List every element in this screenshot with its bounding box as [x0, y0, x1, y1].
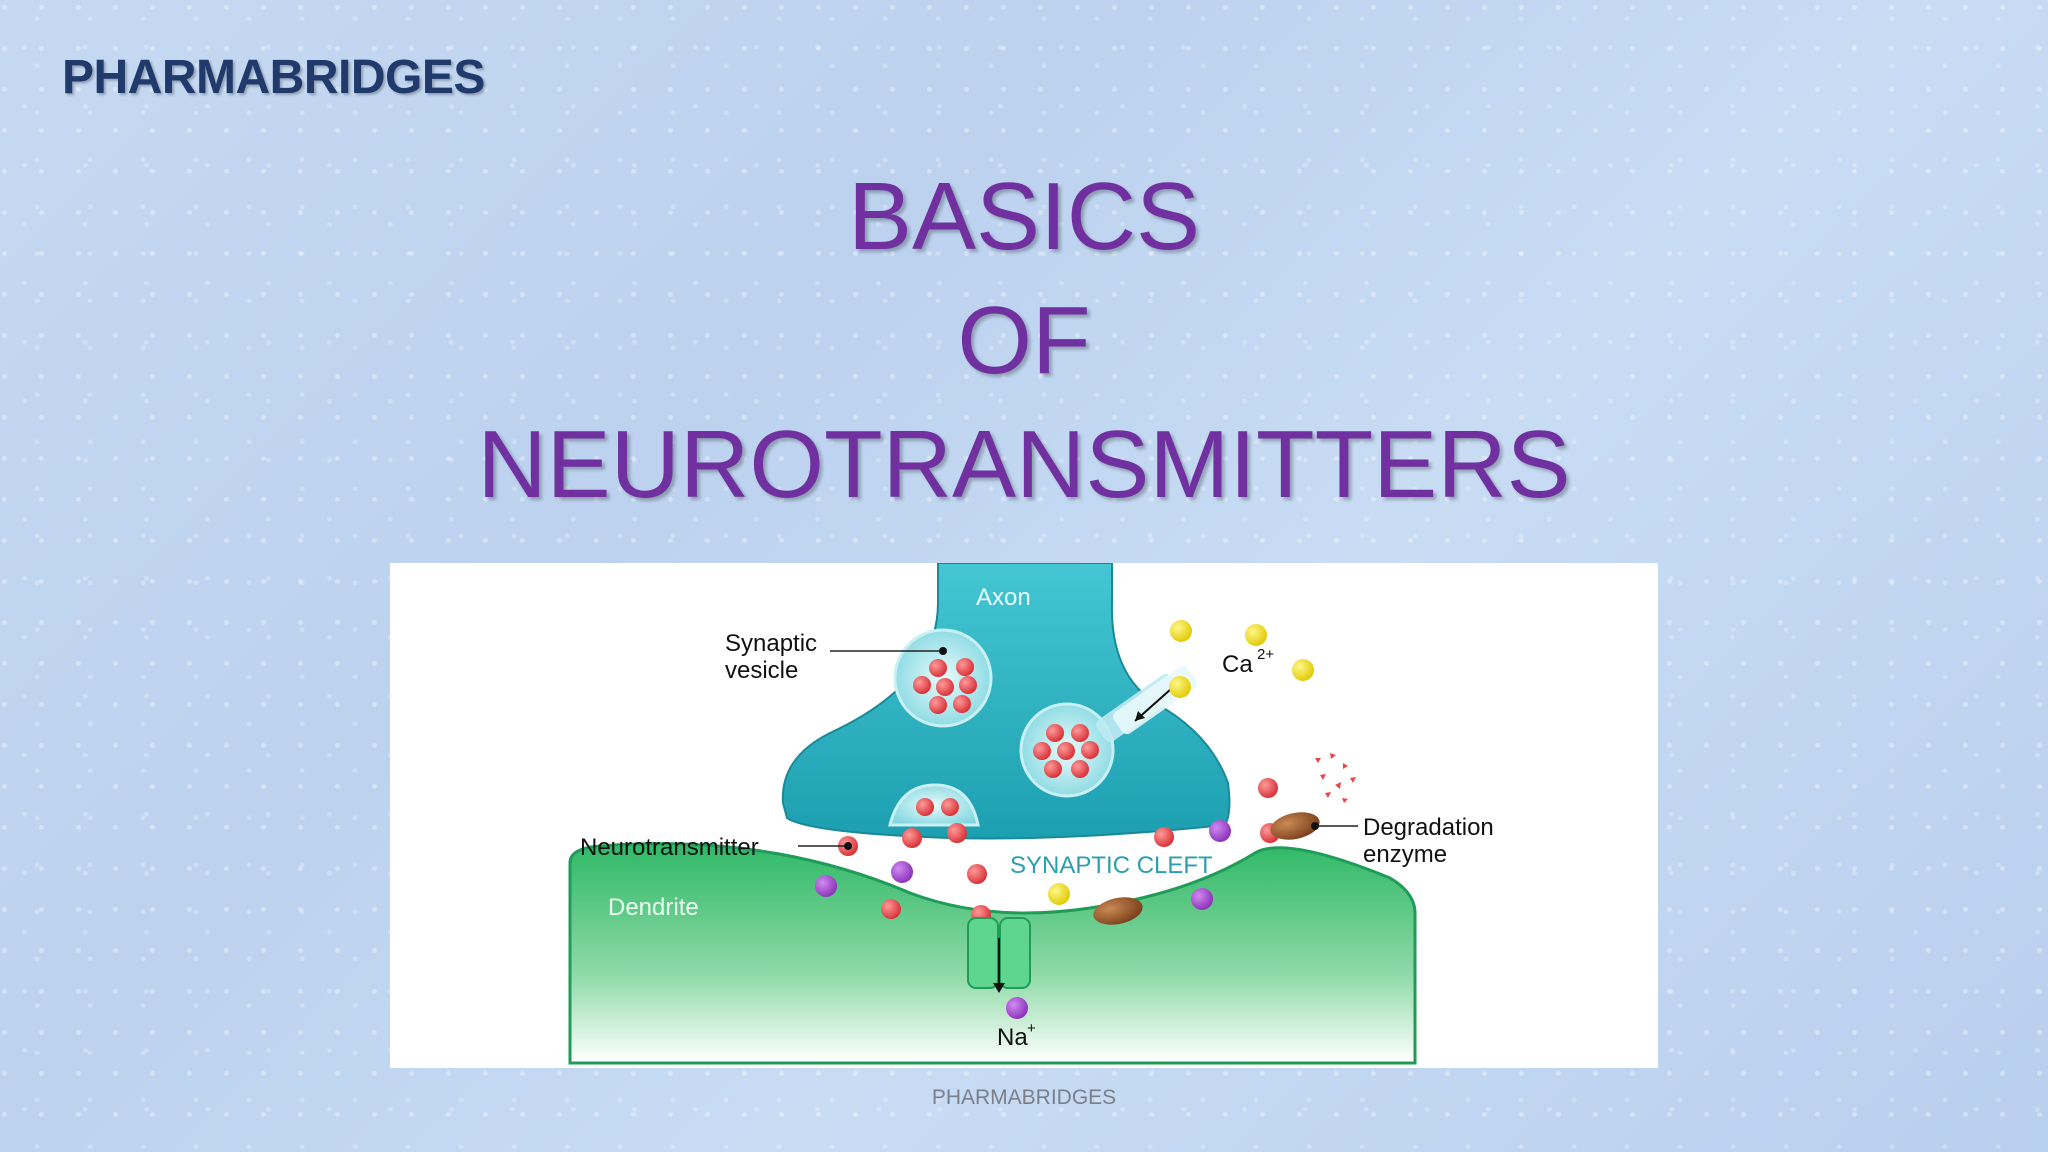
sodium-ions	[815, 820, 1231, 1019]
sodium-charge-label: +	[1027, 1020, 1036, 1037]
synapse-diagram: Axon Synaptic vesicle Ca 2+ Neurotransmi…	[390, 563, 1658, 1068]
receptor-channel	[967, 917, 1031, 993]
dendrite-label: Dendrite	[608, 894, 699, 921]
synaptic-vesicle-label-1: Synaptic	[725, 630, 817, 657]
synaptic-vesicle	[893, 628, 993, 728]
synaptic-vesicle	[1019, 702, 1115, 798]
neurotransmitter-leader-dot	[844, 842, 852, 850]
synapse-illustration: Axon Synaptic vesicle Ca 2+ Neurotransmi…	[568, 563, 1494, 1065]
vesicle-leader-dot	[939, 647, 947, 655]
enzyme-leader-dot	[1311, 822, 1319, 830]
synaptic-cleft-label: SYNAPTIC CLEFT	[1010, 852, 1213, 879]
title-line-1: BASICS	[847, 163, 1201, 270]
sodium-label: Na	[997, 1024, 1028, 1051]
degradation-enzyme-label-2: enzyme	[1363, 841, 1447, 868]
degradation-enzymes	[1093, 812, 1320, 925]
degradation-enzyme-label-1: Degradation	[1363, 814, 1494, 841]
calcium-label: Ca	[1222, 651, 1253, 678]
axon-label: Axon	[976, 584, 1031, 611]
synaptic-vesicle-label-2: vesicle	[725, 657, 798, 684]
title-line-2: OF	[957, 287, 1091, 394]
footer-text: PHARMABRIDGES	[931, 1086, 1117, 1109]
title-line-3: NEUROTRANSMITTERS	[477, 411, 1571, 518]
degraded-fragments	[1315, 753, 1356, 803]
docked-vesicle	[888, 783, 980, 827]
calcium-charge-label: 2+	[1257, 646, 1274, 663]
neurotransmitter-label: Neurotransmitter	[580, 834, 759, 861]
slide-title: BASICS OF NEUROTRANSMITTERS	[0, 155, 2048, 527]
brand-logo-text: PHARMABRIDGES	[62, 51, 485, 104]
calcium-ions	[1048, 620, 1314, 905]
